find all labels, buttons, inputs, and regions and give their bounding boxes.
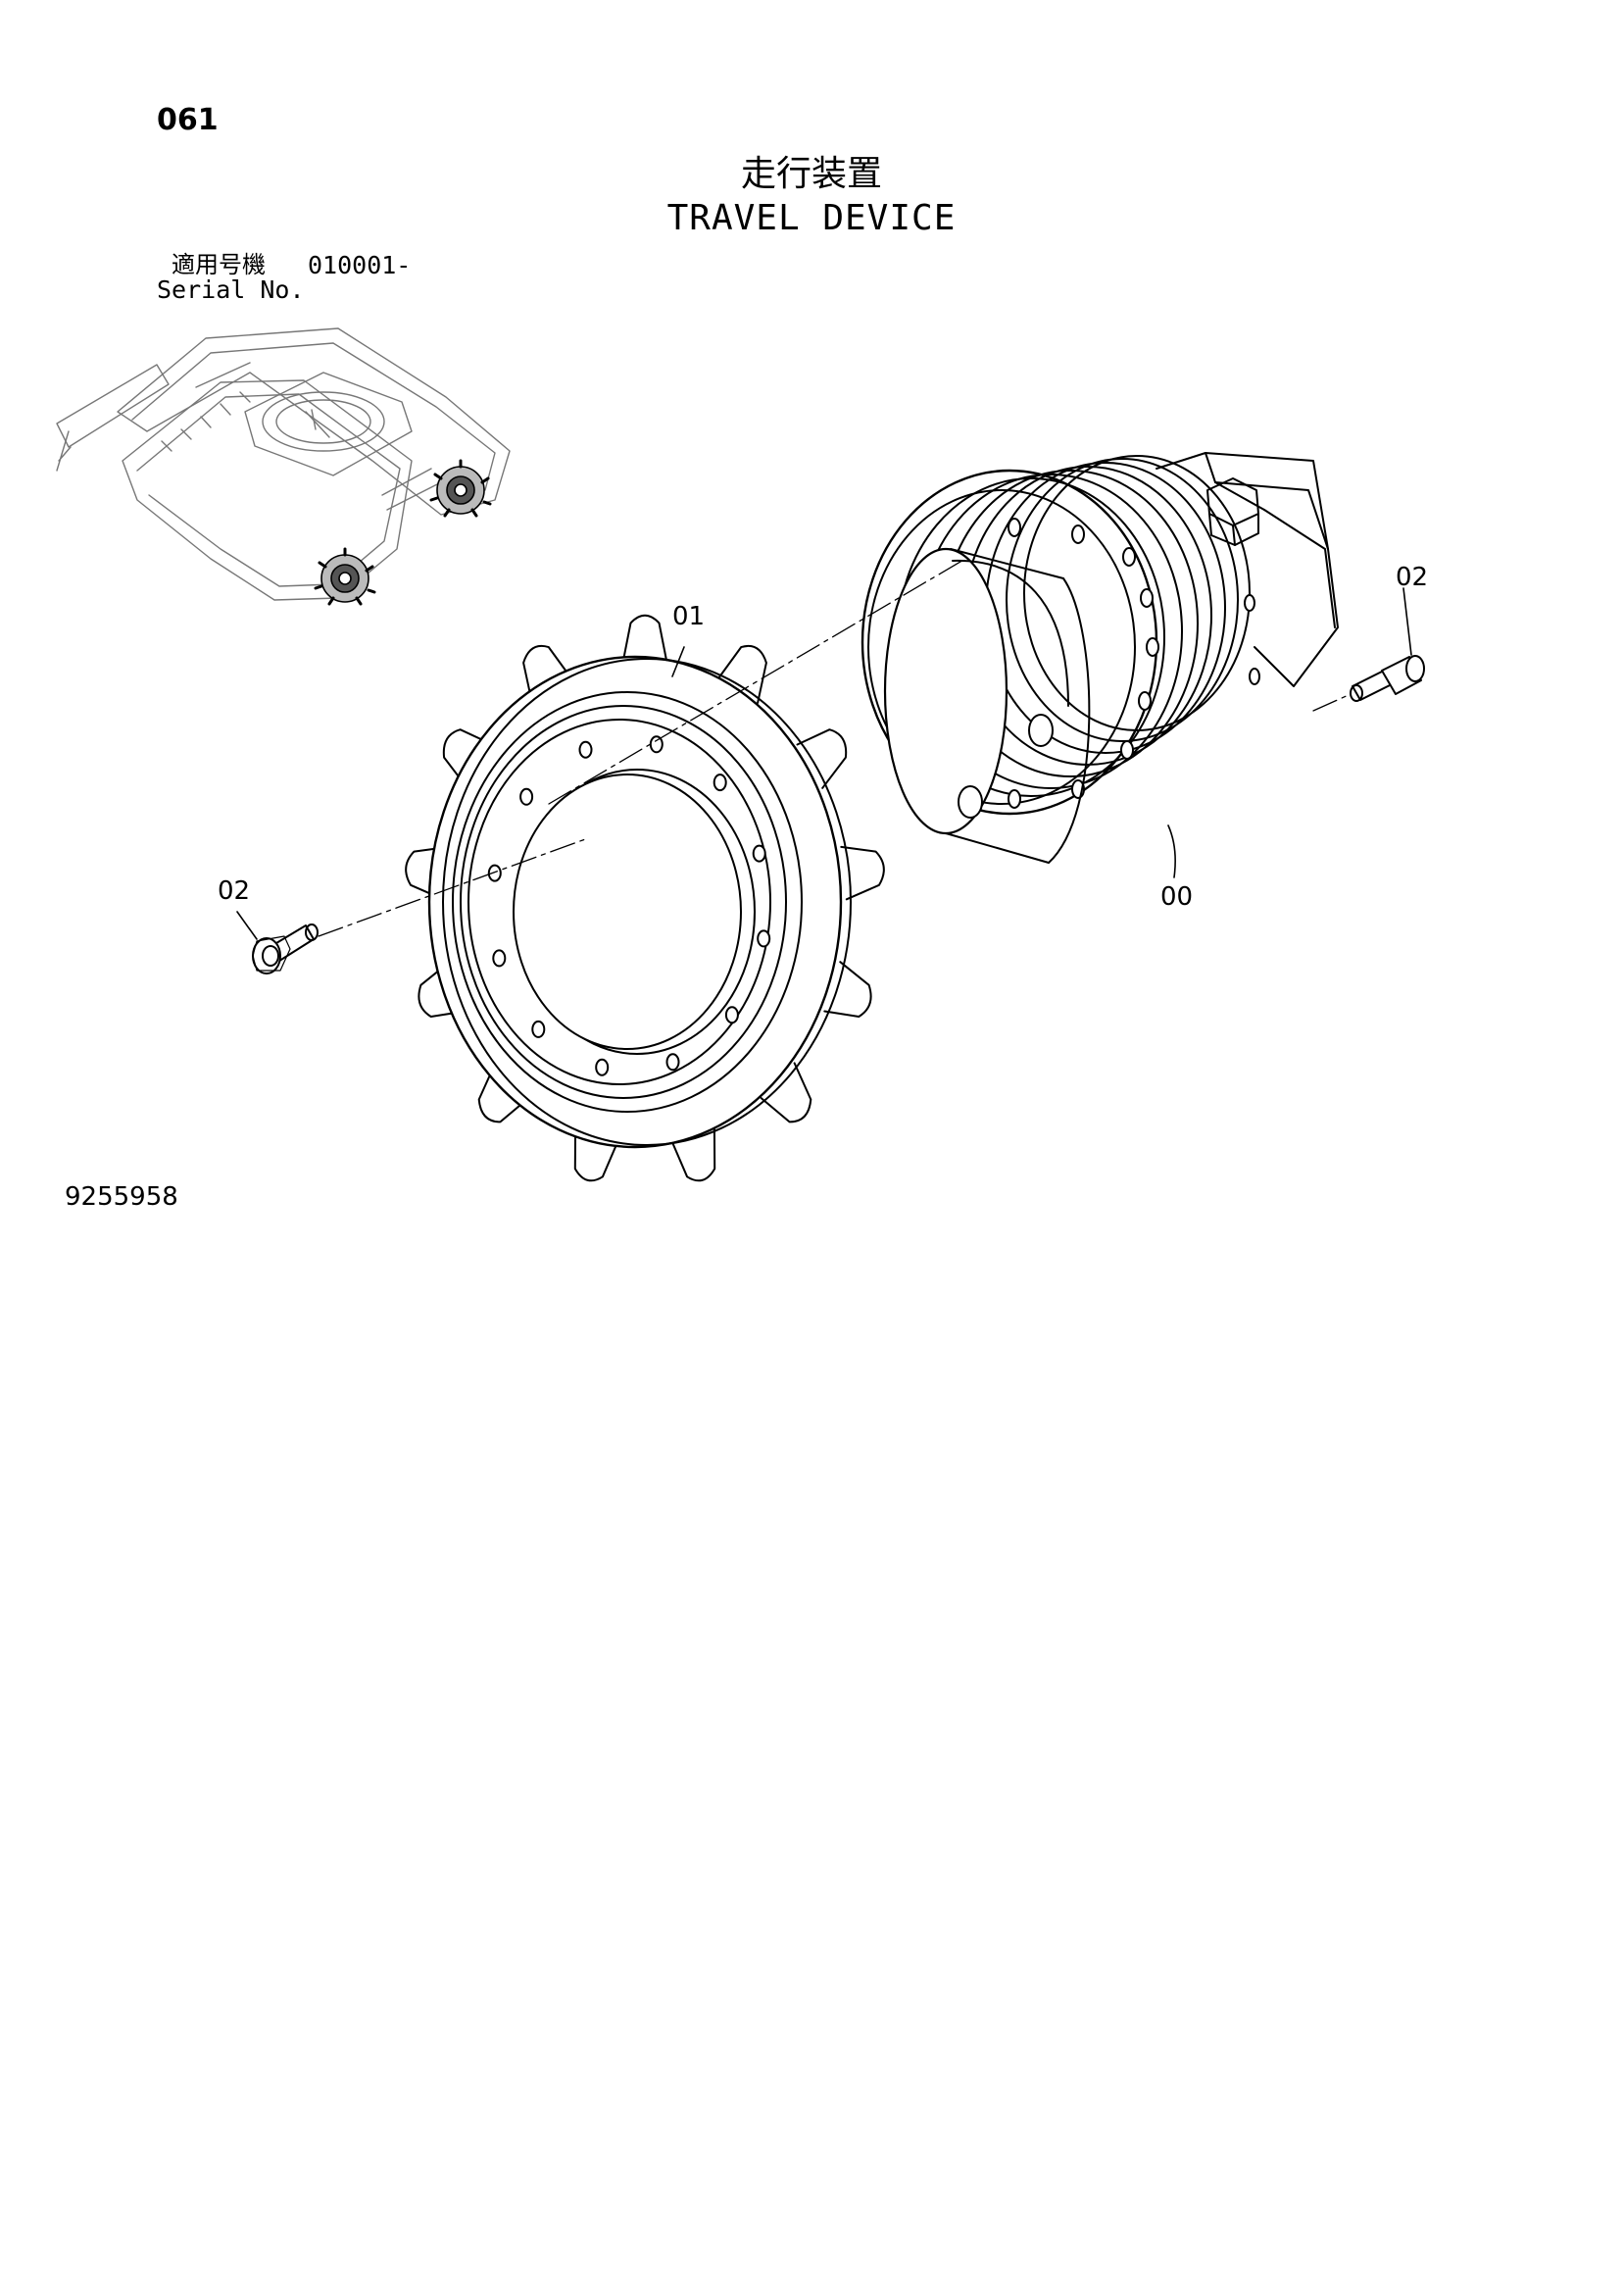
sprocket-bolt-hole: [595, 1058, 610, 1076]
sprocket-bolt-hole: [757, 929, 771, 948]
sprocket-tooth: [717, 644, 767, 704]
callout-bolt-right: 02: [1396, 563, 1429, 592]
undercarriage-locator-illustration: [56, 327, 511, 601]
sprocket-part-01: [405, 614, 885, 1182]
locator-sprocket-rear-icon: [429, 459, 492, 518]
serial-label-english: Serial No.: [157, 275, 305, 304]
sprocket-bolt-hole: [713, 774, 727, 792]
callout-sprocket: 01: [672, 602, 706, 631]
callout-bolt-left: 02: [218, 876, 251, 906]
serial-label-japanese: 適用号機: [172, 251, 266, 278]
sprocket-bolt-hole: [578, 740, 593, 759]
drawing-number: 9255958: [65, 1182, 178, 1212]
sprocket-tooth: [760, 1062, 812, 1123]
sprocket-tooth: [840, 845, 885, 901]
sprocket-bolt-hole: [492, 949, 507, 968]
leader-line-01: [671, 646, 685, 677]
title-japanese: 走行装置: [740, 154, 882, 194]
sprocket-bolt-hole: [665, 1053, 680, 1072]
sprocket-bolt-hole: [487, 864, 502, 882]
sprocket-tooth: [823, 961, 872, 1018]
sprocket-bolt-holes: [487, 735, 771, 1076]
callout-travel-motor: 00: [1160, 882, 1194, 912]
bolt-left-part-02: [236, 911, 319, 974]
locator-sprocket-front-icon: [314, 547, 376, 606]
sprocket-bolt-hole: [531, 1020, 546, 1038]
page-number: 061: [157, 103, 219, 137]
sprocket-tooth: [621, 614, 668, 665]
sprocket-bolt-hole: [519, 787, 534, 806]
bolt-right-part-02: [1350, 587, 1425, 702]
sprocket-tooth: [796, 728, 848, 789]
travel-motor-part-00: [861, 452, 1339, 878]
assembly-centerlines: [318, 558, 1352, 937]
sprocket-bolt-hole: [752, 844, 766, 863]
serial-range: 010001-: [308, 251, 412, 279]
sprocket-bolt-hole: [649, 735, 664, 754]
sprocket-bolt-hole: [724, 1006, 739, 1024]
title-english: TRAVEL DEVICE: [666, 198, 957, 238]
